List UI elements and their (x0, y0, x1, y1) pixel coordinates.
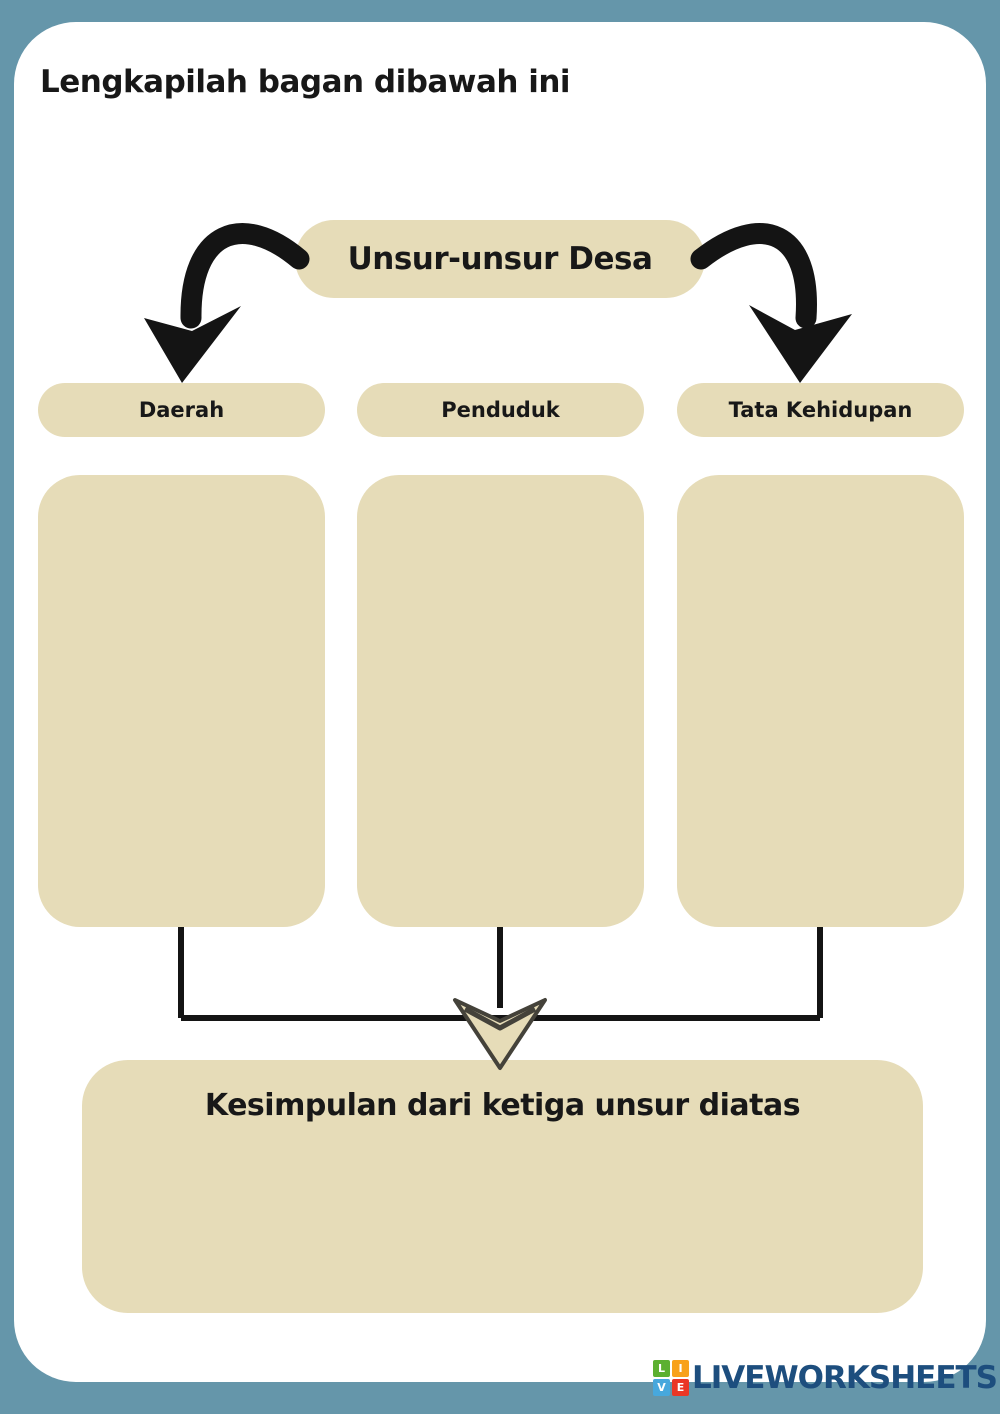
logo-brand-text: LIVEWORKSHEETS (692, 1360, 998, 1396)
answer-box-daerah[interactable] (38, 475, 325, 927)
logo-square-l: L (653, 1360, 670, 1377)
branch-label: Tata Kehidupan (728, 398, 913, 422)
branch-label: Daerah (138, 398, 225, 422)
answer-box-tata-kehidupan[interactable] (677, 475, 964, 927)
logo-square-v: V (653, 1379, 670, 1396)
liveworksheets-logo: L I V E LIVEWORKSHEETS (653, 1360, 998, 1396)
liveworksheets-grid-icon: L I V E (653, 1360, 689, 1396)
branch-label: Penduduk (441, 398, 560, 422)
logo-square-e: E (672, 1379, 689, 1396)
branch-node-penduduk: Penduduk (357, 383, 644, 437)
branch-node-tata-kehidupan: Tata Kehidupan (677, 383, 964, 437)
page-title: Lengkapilah bagan dibawah ini (40, 64, 571, 100)
root-node: Unsur-unsur Desa (295, 220, 705, 298)
branch-node-daerah: Daerah (38, 383, 325, 437)
conclusion-answer-box[interactable]: Kesimpulan dari ketiga unsur diatas (82, 1060, 923, 1313)
answer-box-penduduk[interactable] (357, 475, 644, 927)
conclusion-label: Kesimpulan dari ketiga unsur diatas (204, 1088, 801, 1123)
root-node-label: Unsur-unsur Desa (347, 241, 653, 277)
logo-square-i: I (672, 1360, 689, 1377)
